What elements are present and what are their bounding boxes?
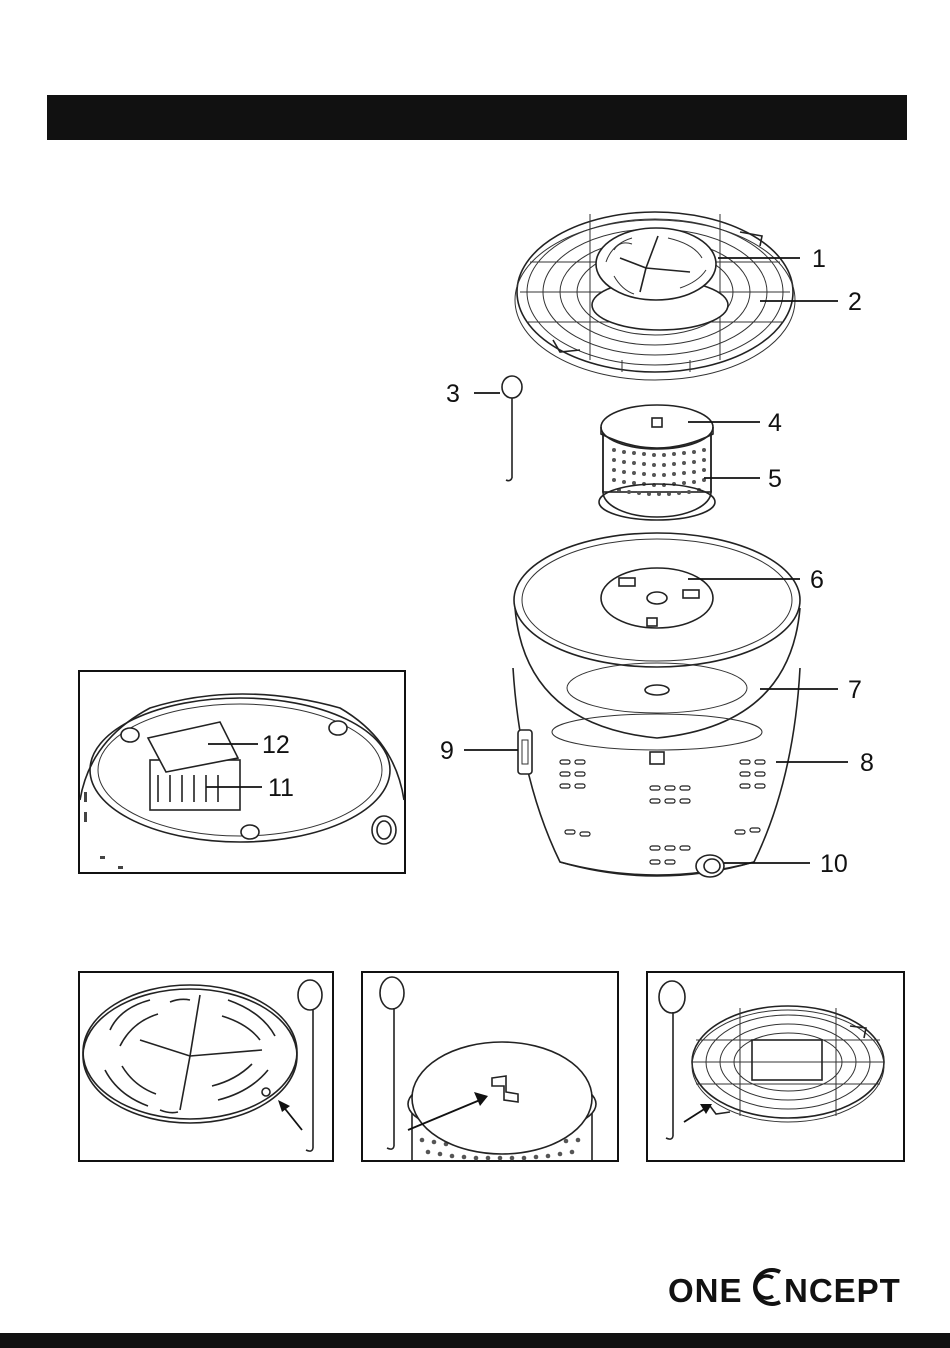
callout-11-label: 11 <box>268 774 294 802</box>
brand-logo-c-icon <box>755 1270 780 1304</box>
callout-10: 10 <box>724 850 848 878</box>
inner-bowl-illustration <box>514 533 800 738</box>
callout-8-label: 8 <box>860 749 874 777</box>
brand-logo-left: ONE <box>668 1272 743 1309</box>
callout-6-label: 6 <box>810 566 824 594</box>
callout-10-label: 10 <box>820 850 848 878</box>
fan-control-knob-illustration <box>696 855 724 877</box>
callout-4-label: 4 <box>768 409 782 437</box>
callout-5-label: 5 <box>768 465 782 493</box>
bottom-view-inset <box>79 671 405 873</box>
callout-5: 5 <box>704 465 782 493</box>
callout-9: 9 <box>440 737 518 765</box>
step-panel-3 <box>647 972 904 1161</box>
callout-8: 8 <box>776 749 874 777</box>
step-panel-2 <box>362 972 618 1161</box>
callout-1-label: 1 <box>812 245 826 273</box>
charcoal-grate-illustration <box>592 228 728 330</box>
step-panel-1 <box>79 972 333 1161</box>
callout-3: 3 <box>446 380 500 408</box>
callout-2-label: 2 <box>848 288 862 316</box>
callout-7-label: 7 <box>848 676 862 704</box>
callout-9-label: 9 <box>440 737 454 765</box>
brand-logo: ONE NCEPT <box>668 1270 901 1309</box>
container-holder-illustration <box>601 568 713 628</box>
clip-latch-illustration <box>518 730 532 774</box>
lifting-hook-illustration <box>502 376 522 481</box>
brand-logo-right: NCEPT <box>784 1272 901 1309</box>
callout-12-label: 12 <box>262 731 290 759</box>
callout-3-label: 3 <box>446 380 460 408</box>
footer-bar <box>0 1333 950 1348</box>
